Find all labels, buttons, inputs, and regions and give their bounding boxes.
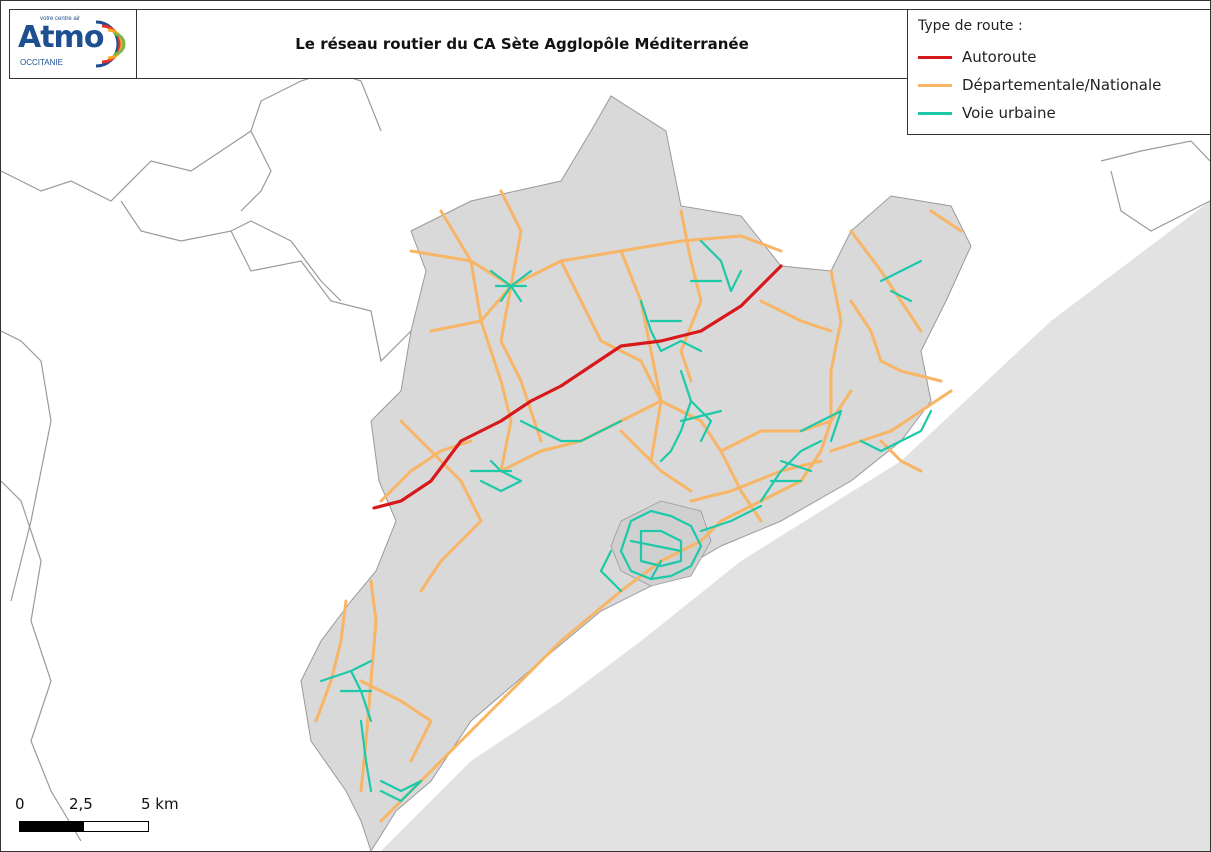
scale-label-0: 0: [15, 795, 25, 813]
logo-tagline: votre centre air: [40, 16, 81, 22]
commune-borders: [1, 70, 1210, 842]
legend-label: Autoroute: [962, 48, 1037, 66]
scale-segment-white: [83, 821, 149, 832]
scale-label-mid: 2,5: [69, 795, 93, 813]
legend-label: Départementale/Nationale: [962, 76, 1162, 94]
map-title: Le réseau routier du CA Sète Agglopôle M…: [295, 35, 749, 53]
legend-item-voie-urbaine: Voie urbaine: [918, 102, 1056, 124]
legend-swatch-departementale: [918, 83, 952, 87]
scale-label-end: 5 km: [141, 795, 179, 813]
urban-roads: [319, 239, 933, 803]
logo-subtitle: OCCITANIE: [20, 58, 63, 67]
atmo-logo: votre centre air Atmo OCCITANIE: [10, 10, 137, 78]
sete-island: [610, 500, 712, 587]
legend-swatch-autoroute: [918, 55, 952, 59]
scale-bar: 0 2,5 5 km: [15, 795, 235, 835]
legend: Type de route : Autoroute Départementale…: [907, 9, 1210, 135]
motorway-a9: [372, 264, 783, 510]
logo-wordmark: Atmo: [18, 20, 104, 55]
legend-title: Type de route :: [918, 18, 1023, 34]
legend-item-autoroute: Autoroute: [918, 46, 1036, 68]
title-box: votre centre air Atmo OCCITANIE Le résea…: [9, 9, 909, 79]
scale-segment-black: [19, 821, 85, 832]
legend-label: Voie urbaine: [962, 104, 1056, 122]
sea-area: [381, 201, 1210, 851]
legend-item-departementale: Départementale/Nationale: [918, 74, 1161, 96]
logo-arcs-icon: [95, 20, 126, 68]
legend-swatch-voie-urbaine: [918, 111, 952, 115]
